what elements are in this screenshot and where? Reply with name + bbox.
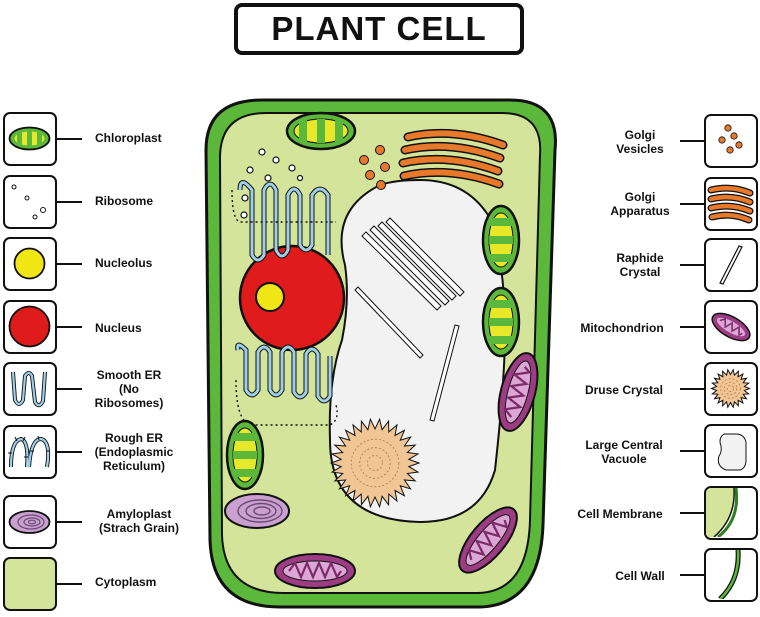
cell-membrane-leader	[680, 512, 704, 514]
nucleolus-leader	[57, 263, 82, 265]
label-nucleolus: Nucleolus	[95, 256, 153, 270]
nucleus-key-box	[3, 300, 57, 354]
label-cell-membrane: Cell Membrane	[577, 507, 663, 521]
raphide-crystals	[354, 217, 465, 422]
label-ribosome: Ribosome	[95, 194, 154, 208]
druse-crystal-leader	[680, 388, 704, 390]
label-mitochondrion: Mitochondrion	[580, 321, 664, 335]
druse-crystal-key-box	[704, 362, 758, 416]
label-nucleus: Nucleus	[95, 321, 142, 335]
cytoplasm-leader	[57, 583, 82, 585]
golgi-vesicles-leader	[680, 140, 704, 142]
label-chloroplast: Chloroplast	[95, 131, 162, 145]
cytoplasm-key-box	[3, 557, 57, 611]
mitochondrion-key-box	[704, 300, 758, 354]
rough-er-key-box	[3, 425, 57, 479]
label-cytoplasm: Cytoplasm	[95, 575, 157, 589]
amyloplast-key-box	[3, 495, 57, 549]
title-box: PLANT CELL	[234, 3, 524, 55]
smooth-er-key-box	[3, 362, 57, 416]
cell-membrane-key-box	[704, 486, 758, 540]
large-central-vacuole-leader	[680, 450, 704, 452]
diagram-title: PLANT CELL	[271, 10, 487, 47]
raphide-crystal-leader	[680, 264, 704, 266]
cell-wall-key-box	[704, 548, 758, 602]
golgi-apparatus-leader	[680, 203, 704, 205]
ribosome-leader	[57, 201, 82, 203]
chloroplast-key-box	[3, 112, 57, 166]
ribosome-key-box	[3, 175, 57, 229]
druse-crystal	[329, 417, 421, 509]
mitochondrion-leader	[680, 326, 704, 328]
nucleolus-key-box	[3, 237, 57, 291]
large-central-vacuole-key-box	[704, 424, 758, 478]
rough-er-leader	[57, 451, 82, 453]
nucleus-leader	[57, 326, 82, 328]
label-druse-crystal: Druse Crystal	[584, 383, 664, 397]
label-cell-wall: Cell Wall	[615, 569, 665, 583]
golgi-vesicles-key-box	[704, 114, 758, 168]
golgi-apparatus-key-box	[704, 177, 758, 231]
smooth-er-leader	[57, 388, 82, 390]
chloroplast-leader	[57, 138, 82, 140]
amyloplast-leader	[57, 521, 82, 523]
label-amyloplast: Amyloplast(Strach Grain)	[98, 507, 179, 535]
raphide-crystal-key-box	[704, 238, 758, 292]
cell-wall-leader	[680, 574, 704, 576]
